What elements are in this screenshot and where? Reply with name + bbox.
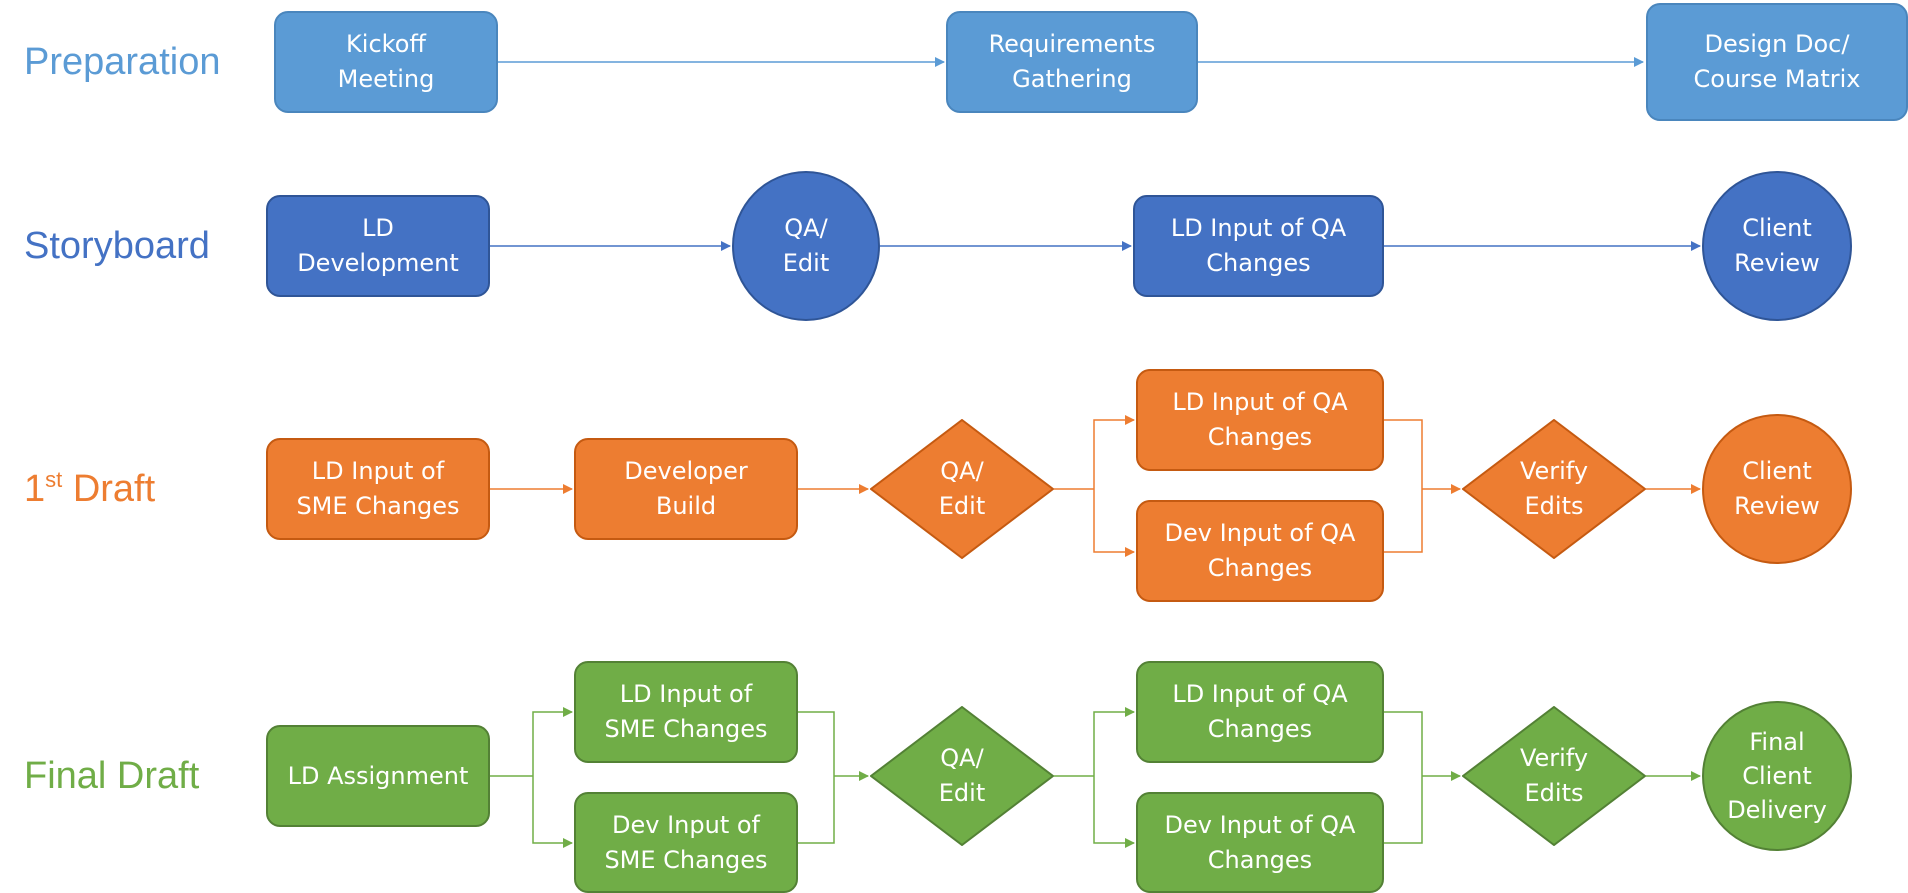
final-draft-ld-qa-box: LD Input of QA Changes bbox=[1136, 661, 1384, 763]
lane-label-final-draft: Final Draft bbox=[24, 755, 200, 797]
arrow-split-to-ld-qa bbox=[1093, 707, 1135, 776]
first-draft-client-review-label: Client Review bbox=[1734, 457, 1820, 520]
final-draft-ld-sme-box: LD Input of SME Changes bbox=[574, 661, 798, 763]
arrow-split-to-ld-sme bbox=[532, 707, 573, 776]
ld-development-label: LD Development bbox=[297, 214, 459, 277]
design-doc-label: Design Doc/ Course Matrix bbox=[1693, 30, 1861, 93]
first-draft-verify-diamond: Verify Edits bbox=[1462, 419, 1646, 559]
connector-dev-sme-to-merge bbox=[798, 776, 835, 844]
requirements-gathering-label: Requirements Gathering bbox=[988, 30, 1156, 93]
connector-dev-qa-to-merge bbox=[1384, 489, 1423, 553]
storyboard-ld-input-box: LD Input of QA Changes bbox=[1133, 195, 1384, 297]
lane-label-first-draft: 1st Draft bbox=[24, 459, 155, 519]
final-draft-qa-edit-diamond-shape bbox=[870, 706, 1054, 846]
first-draft-qa-edit-diamond-shape bbox=[870, 419, 1054, 559]
connector-ld-qa-to-merge-2 bbox=[1384, 711, 1423, 776]
lane-label-first-draft-ordinal: st bbox=[45, 467, 63, 492]
final-draft-dev-sme-box: Dev Input of SME Changes bbox=[574, 792, 798, 893]
final-draft-verify-diamond-shape bbox=[1462, 706, 1646, 846]
final-draft-dev-qa-box: Dev Input of QA Changes bbox=[1136, 792, 1384, 893]
lane-label-storyboard: Storyboard bbox=[24, 225, 210, 267]
final-draft-qa-edit-diamond: QA/ Edit bbox=[870, 706, 1054, 846]
final-draft-verify-label: Verify Edits bbox=[1519, 744, 1589, 807]
first-draft-ld-sme-label: LD Input of SME Changes bbox=[296, 457, 460, 520]
arrow-split-to-dev-sme bbox=[532, 776, 573, 848]
first-draft-dev-qa-label: Dev Input of QA Changes bbox=[1164, 519, 1356, 582]
arrow-split-to-ld-qa bbox=[1093, 415, 1135, 489]
ld-development-box: LD Development bbox=[266, 195, 490, 297]
storyboard-ld-input-label: LD Input of QA Changes bbox=[1170, 214, 1347, 277]
lane-label-first-draft-number: 1 bbox=[24, 468, 46, 510]
arrow-split-to-dev-qa bbox=[1093, 776, 1135, 848]
first-draft-verify-diamond-shape bbox=[1462, 419, 1646, 559]
final-draft-ld-qa-label: LD Input of QA Changes bbox=[1172, 680, 1348, 743]
final-client-delivery-circle: Final Client Delivery bbox=[1702, 701, 1852, 851]
final-client-delivery-label: Final Client Delivery bbox=[1727, 728, 1827, 824]
lane-label-preparation: Preparation bbox=[24, 41, 221, 83]
final-draft-qa-edit-label: QA/ Edit bbox=[938, 744, 986, 807]
first-draft-verify-label: Verify Edits bbox=[1519, 457, 1589, 520]
final-draft-verify-diamond: Verify Edits bbox=[1462, 706, 1646, 846]
storyboard-client-review-circle: Client Review bbox=[1702, 171, 1852, 321]
lane-label-first-draft-word: Draft bbox=[62, 468, 156, 510]
final-draft-ld-sme-label: LD Input of SME Changes bbox=[604, 680, 768, 743]
storyboard-qa-edit-circle: QA/ Edit bbox=[732, 171, 880, 321]
first-draft-qa-edit-label: QA/ Edit bbox=[938, 457, 986, 520]
first-draft-ld-qa-box: LD Input of QA Changes bbox=[1136, 369, 1384, 471]
kickoff-meeting-box: Kickoff Meeting bbox=[274, 11, 498, 113]
first-draft-client-review-circle: Client Review bbox=[1702, 414, 1852, 564]
connector-ld-qa-to-merge bbox=[1384, 419, 1423, 489]
first-draft-ld-qa-label: LD Input of QA Changes bbox=[1172, 388, 1348, 451]
storyboard-client-review-label: Client Review bbox=[1734, 214, 1820, 277]
first-draft-dev-qa-box: Dev Input of QA Changes bbox=[1136, 500, 1384, 602]
design-doc-box: Design Doc/ Course Matrix bbox=[1646, 3, 1908, 121]
developer-build-box: Developer Build bbox=[574, 438, 798, 540]
final-draft-dev-sme-label: Dev Input of SME Changes bbox=[604, 810, 768, 874]
ld-assignment-label: LD Assignment bbox=[287, 761, 469, 790]
connector-ld-sme-to-merge bbox=[798, 711, 835, 776]
connector-dev-qa-to-merge-2 bbox=[1384, 776, 1423, 844]
first-draft-ld-sme-box: LD Input of SME Changes bbox=[266, 438, 490, 540]
ld-assignment-box: LD Assignment bbox=[266, 725, 490, 827]
developer-build-label: Developer Build bbox=[624, 457, 748, 520]
kickoff-meeting-label: Kickoff Meeting bbox=[337, 30, 435, 93]
first-draft-qa-edit-diamond: QA/ Edit bbox=[870, 419, 1054, 559]
requirements-gathering-box: Requirements Gathering bbox=[946, 11, 1198, 113]
storyboard-qa-edit-label: QA/ Edit bbox=[782, 214, 830, 277]
final-draft-dev-qa-label: Dev Input of QA Changes bbox=[1164, 810, 1356, 874]
arrow-split-to-dev-qa bbox=[1093, 489, 1135, 557]
